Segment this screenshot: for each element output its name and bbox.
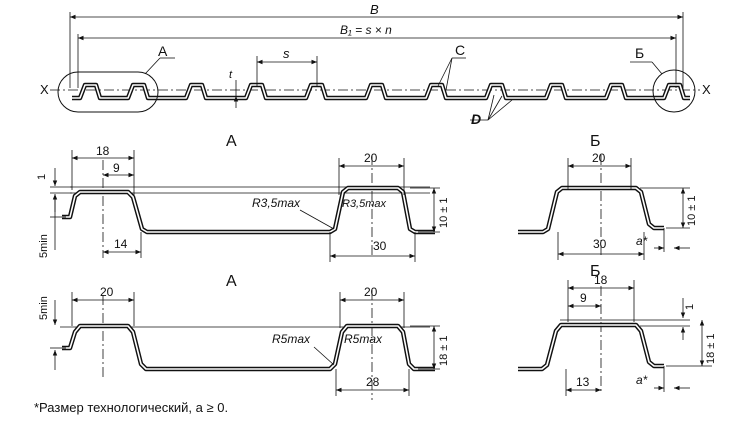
dim-20-bottom-left: 20 <box>100 285 114 299</box>
section-a-top-profile <box>62 185 435 235</box>
section-a-top-title: А <box>226 133 237 150</box>
label-x-left: X <box>40 82 49 97</box>
section-a-bottom-title: А <box>226 273 237 290</box>
callout-label-D: D <box>471 111 481 127</box>
dim-9: 9 <box>113 161 120 175</box>
dim-10pm1-be-top: 10 ± 1 <box>686 195 698 226</box>
section-a-bottom: А 20 5min 20 28 18 ± 1 R5max R5max <box>38 273 450 400</box>
sheet-profile <box>72 82 690 101</box>
section-be-bottom: Б 18 9 13 1 18 ± 1 a* <box>518 263 717 396</box>
section-be-top: Б 20 30 10 ± 1 a* <box>518 133 698 260</box>
dim-18pm1-bottom: 18 ± 1 <box>438 335 450 366</box>
label-t: t <box>229 69 233 81</box>
dim-a-be-top: a* <box>636 234 648 248</box>
dim-20-top: 20 <box>364 151 378 165</box>
dim-13-be-bottom: 13 <box>576 375 590 389</box>
section-a-top: А 18 9 14 1 5min 20 <box>36 133 450 262</box>
label-s: s <box>283 46 290 61</box>
radius-right-top: R3,5max <box>342 198 387 210</box>
footnote: *Размер технологический, a ≥ 0. <box>34 400 229 415</box>
dim-1-be-bottom: 1 <box>684 304 696 310</box>
dim-10pm1-top: 10 ± 1 <box>438 197 450 228</box>
radius-left-top: R3,5max <box>252 196 301 210</box>
dim-18-be-bottom: 18 <box>594 273 608 287</box>
dim-5min: 5min <box>38 234 50 258</box>
dim-28: 28 <box>366 375 380 389</box>
section-be-bottom-title: Б <box>590 263 601 280</box>
section-be-bottom-profile <box>518 322 664 372</box>
callout-frame-A <box>57 71 159 113</box>
dim-30-be-top: 30 <box>593 237 607 251</box>
section-be-top-title: Б <box>590 133 601 150</box>
callout-label-C: C <box>455 42 465 58</box>
label-B1: B₁ = s × n <box>340 23 392 37</box>
dim-18pm1-be-bottom: 18 ± 1 <box>705 333 717 364</box>
label-B: B <box>370 2 379 17</box>
radius-left-bottom: R5max <box>272 332 311 346</box>
radius-right-bottom: R5max <box>344 332 383 346</box>
dim-a-be-bottom: a* <box>636 373 648 387</box>
dim-9-be-bottom: 9 <box>580 291 587 305</box>
dim-20-bottom-right: 20 <box>364 285 378 299</box>
dim-5min-bottom: 5min <box>38 296 50 320</box>
dim-20-be-top: 20 <box>592 151 606 165</box>
callout-frame-Be <box>652 69 696 113</box>
dim-30-top: 30 <box>373 239 387 253</box>
overall-profile-view: B B₁ = s × n X X s t А Б C <box>40 2 711 127</box>
callout-label-Be: Б <box>635 45 644 61</box>
dim-1: 1 <box>36 174 48 180</box>
dim-18: 18 <box>96 144 110 158</box>
dim-14: 14 <box>114 237 128 251</box>
callout-label-A: А <box>158 43 168 59</box>
label-x-right: X <box>702 82 711 97</box>
